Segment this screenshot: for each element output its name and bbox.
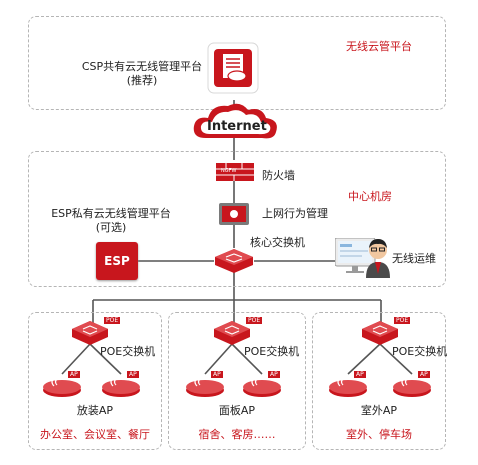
esp-platform-sub: (可选) [95,221,127,234]
ap-tag: AP [127,371,139,378]
firewall-label: 防火墙 [262,169,295,182]
ops-monitor-icon [334,237,391,278]
wireless-ap-icon [328,372,368,398]
ap-type-label: 面板AP [218,404,256,417]
cloud-server-icon [207,42,259,94]
internet-cloud-icon [188,98,282,146]
poe-tag: POE [246,317,263,324]
ap-tag: AP [418,371,430,378]
ap-tag: AP [211,371,223,378]
wireless-ap-icon [185,372,225,398]
core-switch-label: 核心交换机 [250,236,305,249]
firewall-icon [216,163,254,181]
ap-type-label: 室外AP [360,404,398,417]
ap-tag: AP [268,371,280,378]
internet-label: Internet [207,119,267,134]
cloud-zone-title: 无线云管平台 [346,40,412,53]
poe-switch-icon [212,318,252,346]
access-zone-dorm [168,312,306,450]
behavior-management-icon [219,203,249,225]
poe-switch-label: POE交换机 [244,345,300,358]
poe-switch-label: POE交换机 [100,345,156,358]
ap-type-label: 放装AP [76,404,114,417]
poe-switch-icon [360,318,400,346]
poe-tag: POE [104,317,121,324]
wireless-ap-icon [242,372,282,398]
center-zone-title: 中心机房 [348,190,392,203]
esp-server-icon [96,242,138,280]
behavior-management-label: 上网行为管理 [262,207,328,220]
scenario-label: 室外、停车场 [346,428,412,441]
wireless-ap-icon [101,372,141,398]
wireless-ap-icon [392,372,432,398]
ap-tag: AP [354,371,366,378]
access-zone-office [28,312,162,450]
esp-icon-text: ESP [104,254,130,268]
ops-engineer-avatar [364,234,392,278]
csp-platform-sub: (推荐) [126,74,158,87]
core-switch-icon [214,248,254,274]
firewall-mark: NGFW [221,168,237,174]
ap-tag: AP [68,371,80,378]
wireless-ap-icon [42,372,82,398]
esp-platform-label: ESP私有云无线管理平台 [51,207,171,220]
data-center-zone [28,151,446,287]
csp-platform-label: CSP共有云无线管理平台 [81,60,203,73]
poe-tag: POE [394,317,411,324]
ops-label: 无线运维 [392,252,436,265]
poe-switch-label: POE交换机 [392,345,448,358]
poe-switch-icon [70,318,110,346]
scenario-label: 办公室、会议室、餐厅 [40,428,150,441]
scenario-label: 宿舍、客房…… [198,428,276,441]
access-zone-outdoor [312,312,446,450]
